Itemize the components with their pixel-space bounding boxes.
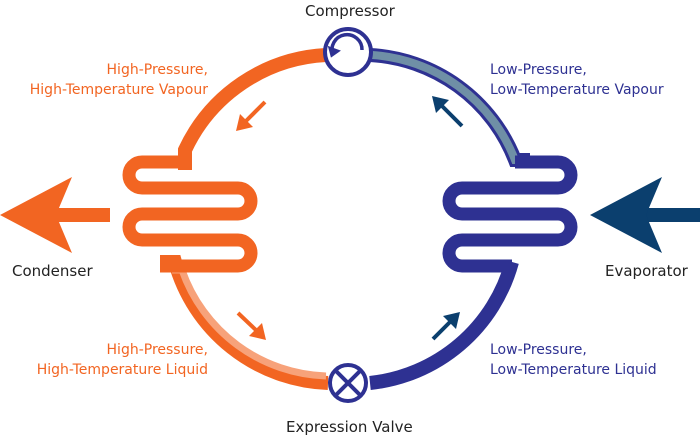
compressor-icon: [323, 27, 373, 77]
lp-liquid-label: Low-Pressure, Low-Temperature Liquid: [490, 340, 657, 380]
condenser-coil: [122, 155, 258, 273]
evaporator-coil: [442, 155, 578, 273]
compressor-label: Compressor: [305, 2, 395, 20]
hp-vapour-pipe: [178, 48, 327, 170]
lp-liquid-line2: Low-Temperature Liquid: [490, 362, 657, 378]
heat-out-arrow-icon: [0, 177, 110, 253]
flow-arrow-hp-vapour-icon: [236, 100, 267, 131]
hp-vapour-line1: High-Pressure,: [106, 62, 208, 78]
condenser-label: Condenser: [12, 262, 93, 280]
lp-liquid-line1: Low-Pressure,: [490, 342, 587, 358]
hp-vapour-line2: High-Temperature Vapour: [29, 82, 208, 98]
hp-liquid-pipe-inner: [172, 266, 327, 380]
lp-vapour-line2: Low-Temperature Vapour: [490, 82, 664, 98]
expansion-valve-label: Expression Valve: [286, 418, 413, 436]
hp-liquid-line1: High-Pressure,: [106, 342, 208, 358]
hp-liquid-line2: High-Temperature Liquid: [36, 362, 208, 378]
hp-liquid-pipe-outer: [160, 255, 329, 390]
hp-vapour-label: High-Pressure, High-Temperature Vapour: [8, 60, 208, 100]
evaporator-label: Evaporator: [605, 262, 688, 280]
lp-vapour-pipe-inner: [371, 51, 525, 164]
heat-in-arrow-icon: [590, 177, 700, 253]
flow-arrow-hp-liquid-icon: [236, 311, 266, 340]
hp-liquid-label: High-Pressure, High-Temperature Liquid: [8, 340, 208, 380]
lp-vapour-line1: Low-Pressure,: [490, 62, 587, 78]
flow-arrow-lp-liquid-icon: [431, 312, 460, 341]
lp-liquid-pipe: [369, 260, 519, 390]
flow-arrow-lp-vapour-icon: [432, 96, 464, 128]
lp-vapour-label: Low-Pressure, Low-Temperature Vapour: [490, 60, 664, 100]
valve-icon: [328, 363, 368, 403]
